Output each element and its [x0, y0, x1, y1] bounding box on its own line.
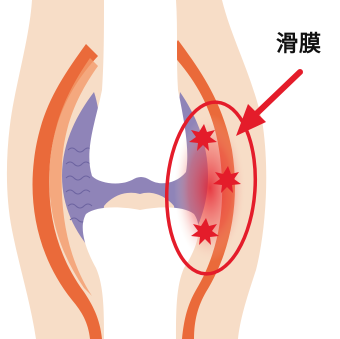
synovium-label: 滑膜: [276, 26, 322, 58]
